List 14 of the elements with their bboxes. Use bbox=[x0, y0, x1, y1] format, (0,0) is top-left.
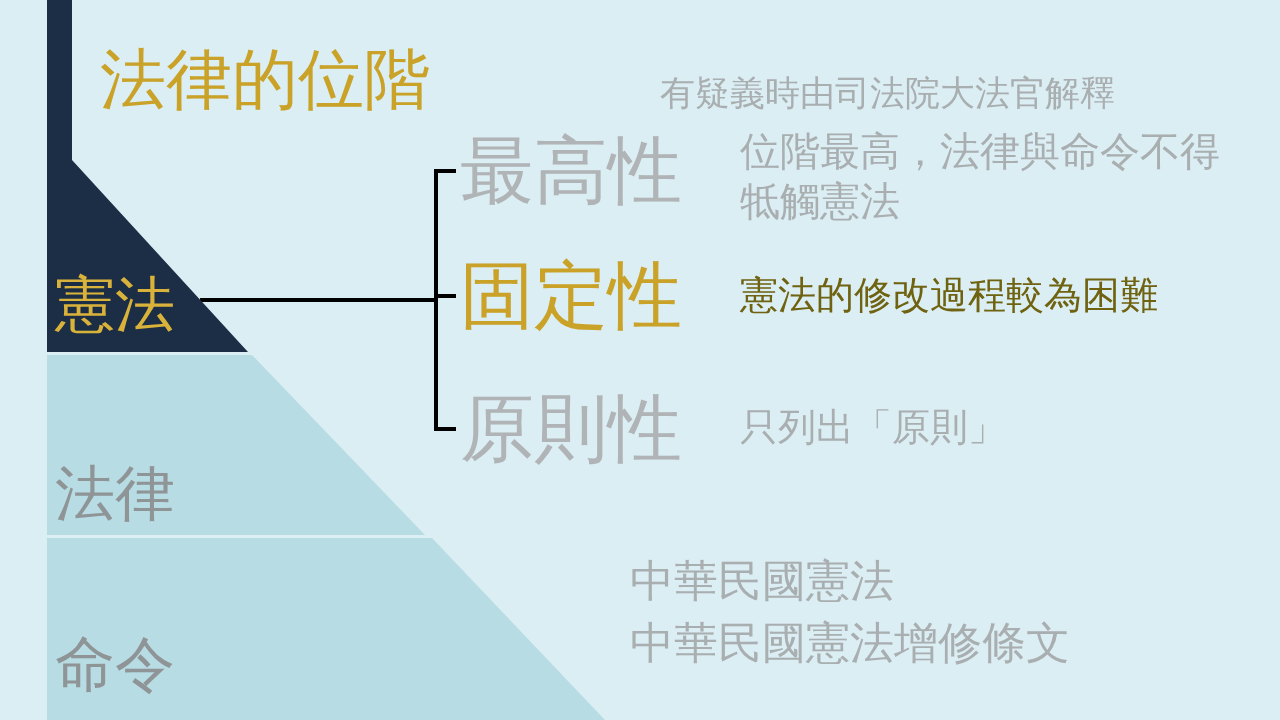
property-term: 固定性 bbox=[460, 255, 682, 337]
note-text: 中華民國憲法增修條文 bbox=[630, 617, 1070, 670]
tier-label: 法律 bbox=[55, 457, 175, 529]
tier-label: 憲法 bbox=[55, 268, 175, 340]
description-text: 只列出「原則」 bbox=[740, 404, 1007, 451]
description-text: 憲法的修改過程較為困難 bbox=[740, 272, 1159, 319]
property-term: 最高性 bbox=[460, 130, 682, 212]
tier-label: 命令 bbox=[55, 628, 175, 700]
property-term: 原則性 bbox=[460, 388, 682, 470]
title: 法律的位階 bbox=[100, 40, 430, 120]
note-text: 中華民國憲法 bbox=[630, 555, 894, 608]
note-text: 有疑義時由司法院大法官解釋 bbox=[660, 72, 1115, 114]
description-text: 位階最高，法律與命令不得牴觸憲法 bbox=[740, 127, 1221, 226]
bracket-connector bbox=[200, 298, 456, 431]
